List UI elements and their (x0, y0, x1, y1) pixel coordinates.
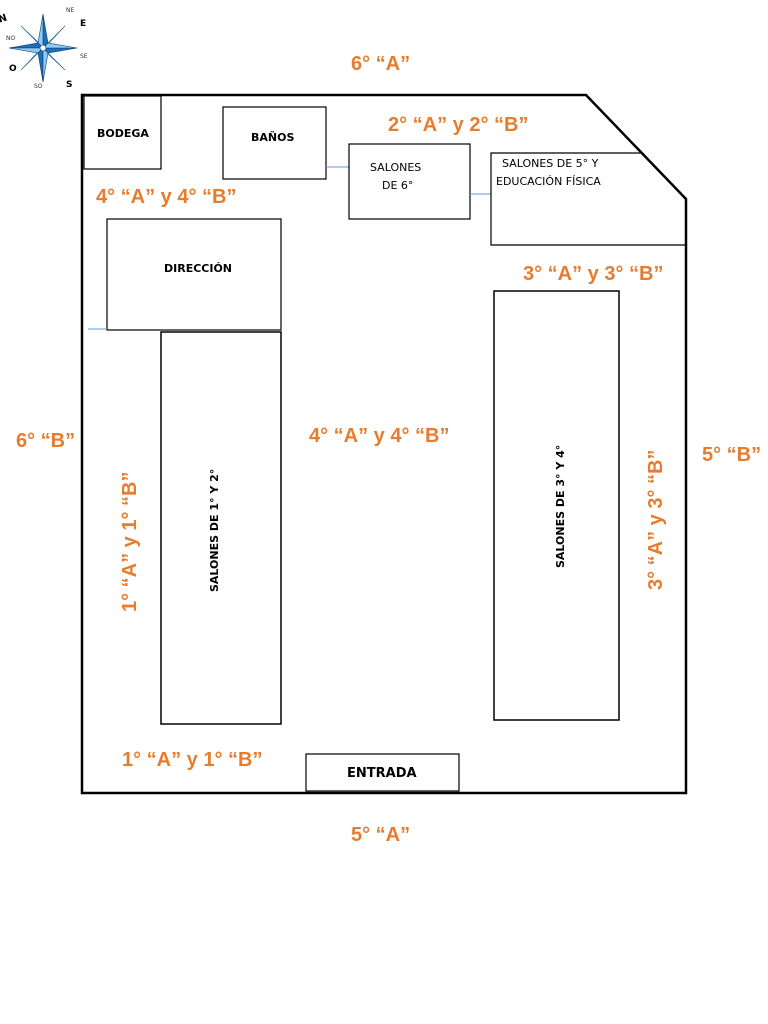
compass-east-label: E (80, 19, 86, 29)
room-direccion-label: DIRECCIÓN (164, 262, 232, 275)
label-top-6a: 6° “A” (351, 53, 410, 75)
room-salones-6-label-2: DE 6° (382, 179, 413, 192)
label-left-6b: 6° “B” (16, 430, 75, 452)
label-left-4ab: 4° “A” y 4° “B” (96, 186, 236, 208)
room-salones-1-2 (160, 331, 282, 725)
room-bodega (83, 95, 162, 170)
room-banos (222, 106, 327, 180)
entrada-door (305, 753, 460, 792)
label-vertical-1ab: 1° “A” y 1° “B” (119, 472, 141, 612)
compass-south-label: S (66, 80, 72, 90)
compass-west-label: O (9, 64, 17, 74)
compass-southeast-label: SE (80, 53, 88, 60)
room-salones-5 (490, 152, 686, 246)
label-right-3ab: 3° “A” y 3° “B” (523, 263, 663, 285)
label-bottom-1ab: 1° “A” y 1° “B” (122, 749, 262, 771)
label-top-2ab: 2° “A” y 2° “B” (388, 114, 528, 136)
label-vertical-3ab: 3° “A” y 3° “B” (645, 450, 667, 590)
building-outline (80, 93, 688, 795)
entrada-label: ENTRADA (347, 766, 417, 781)
room-salones-5-label-1: SALONES DE 5° Y (502, 157, 599, 170)
room-salones-1-2-label: SALONES DE 1° Y 2° (208, 469, 221, 592)
room-salones-5-label-2: EDUCACIÓN FÍSICA (496, 175, 601, 188)
room-salones-6-label-1: SALONES (370, 161, 421, 174)
compass-rose-icon (8, 13, 78, 83)
compass-north-label: N (0, 13, 9, 26)
label-right-5b: 5° “B” (702, 444, 761, 466)
room-salones-6 (348, 143, 471, 220)
room-salones-3-4 (493, 290, 620, 721)
compass-southwest-label: SO (34, 83, 43, 90)
room-bodega-label: BODEGA (97, 127, 149, 140)
label-bottom-5a: 5° “A” (351, 824, 410, 846)
compass-northwest-label: NO (6, 35, 15, 42)
room-banos-label: BAÑOS (251, 131, 294, 144)
room-salones-3-4-label: SALONES DE 3° Y 4° (554, 445, 567, 568)
label-center-4ab: 4° “A” y 4° “B” (309, 425, 449, 447)
compass-northeast-label: NE (66, 7, 74, 14)
room-direccion (106, 218, 282, 331)
